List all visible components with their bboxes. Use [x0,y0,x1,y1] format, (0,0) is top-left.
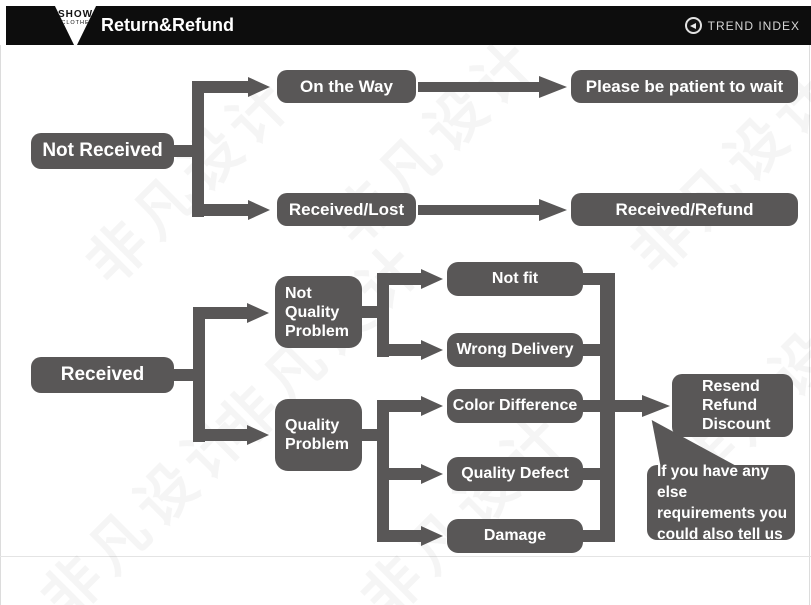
bubble-line: requirements you [657,504,788,522]
watermark-text: 非凡设计 [74,64,308,298]
page-right-border [809,45,810,605]
bubble-line: If you have any else [657,462,769,501]
arrowhead-color-difference [421,396,443,416]
connector-to-on-the-way [204,81,248,93]
arrowhead-not-fit [421,269,443,289]
connector-to-color-difference [389,400,421,412]
node-not-fit: Not fit [447,262,583,296]
arrowhead-quality-defect [421,464,443,484]
arrowhead-quality [247,425,269,445]
logo-text-show: SHOW [57,9,94,20]
trend-index-icon [684,17,702,34]
connector-to-damage [389,530,421,542]
node-received: Received [31,357,174,393]
connector-to-quality [205,429,247,441]
connector-collector-vertical [600,273,615,542]
node-line: Problem [285,436,350,453]
connector-not-received-stub [172,145,196,157]
node-line: Refund [702,397,758,414]
connector-not-received-vertical [192,81,204,217]
arrowhead-on-the-way [248,77,270,97]
connector-received-vertical [193,307,205,442]
node-line: Not [285,284,312,302]
connector-qp-vertical [377,400,389,542]
node-line: Quality [285,303,340,321]
arrowhead-resend [642,395,670,417]
connector-received-stub [173,369,196,381]
node-damage: Damage [447,519,583,553]
arrow-glyph [690,22,697,29]
connector-to-resend [615,400,642,412]
page-left-border [0,45,1,605]
node-received-lost: Received/Lost [277,193,416,226]
connector-qp-stub [361,429,379,441]
arrowhead-received-lost [248,200,270,220]
node-quality-problem: Quality Problem [275,399,362,471]
connector-to-quality-defect [389,468,421,480]
arrowhead-damage [421,526,443,546]
arrowhead-not-quality [247,303,269,323]
node-please-be-patient: Please be patient to wait [571,70,798,103]
arrowhead-please-wait [539,76,567,98]
node-line: Quality [285,417,340,434]
connector-damage-out [583,530,600,542]
bubble-line: could also tell us [657,525,783,543]
connector-nqp-stub [361,306,379,318]
node-not-received: Not Received [31,133,174,169]
trend-index-label: TREND INDEX [707,18,800,33]
header-bar [6,6,811,45]
connector-to-not-quality [205,307,247,319]
node-quality-defect: Quality Defect [447,457,583,491]
node-line: Problem [285,322,350,340]
node-color-difference: Color Difference [447,389,583,423]
connector-lost-to-refund [418,205,539,215]
arrowhead-received-refund [539,199,567,221]
connector-not-fit-out [583,273,600,285]
connector-color-difference-out [583,400,600,412]
connector-to-not-fit [389,273,421,285]
node-received-refund: Received/Refund [571,193,798,226]
section-divider-line [0,556,811,557]
arrowhead-wrong-delivery [421,340,443,360]
node-line: Discount [702,416,771,433]
connector-to-wrong-delivery [389,344,421,356]
connector-nqp-vertical [377,273,389,357]
logo-text-clothe: CLOTHE [61,20,90,26]
connector-wrong-delivery-out [583,344,600,356]
connector-on-the-way-to-wait [418,82,539,92]
watermark-text: 非凡设计 [29,399,263,605]
node-not-quality-problem: Not Quality Problem [275,276,362,348]
connector-to-received-lost [204,204,248,216]
node-resend-refund-discount: Resend Refund Discount [672,374,793,437]
page-title: Return&Refund [101,15,234,35]
node-on-the-way: On the Way [277,70,416,103]
trend-index-brand: TREND INDEX [684,6,800,45]
connector-quality-defect-out [583,468,600,480]
speech-bubble: If you have any else requirements you co… [647,463,795,543]
node-line: Resend [702,378,760,395]
node-wrong-delivery: Wrong Delivery [447,333,583,367]
